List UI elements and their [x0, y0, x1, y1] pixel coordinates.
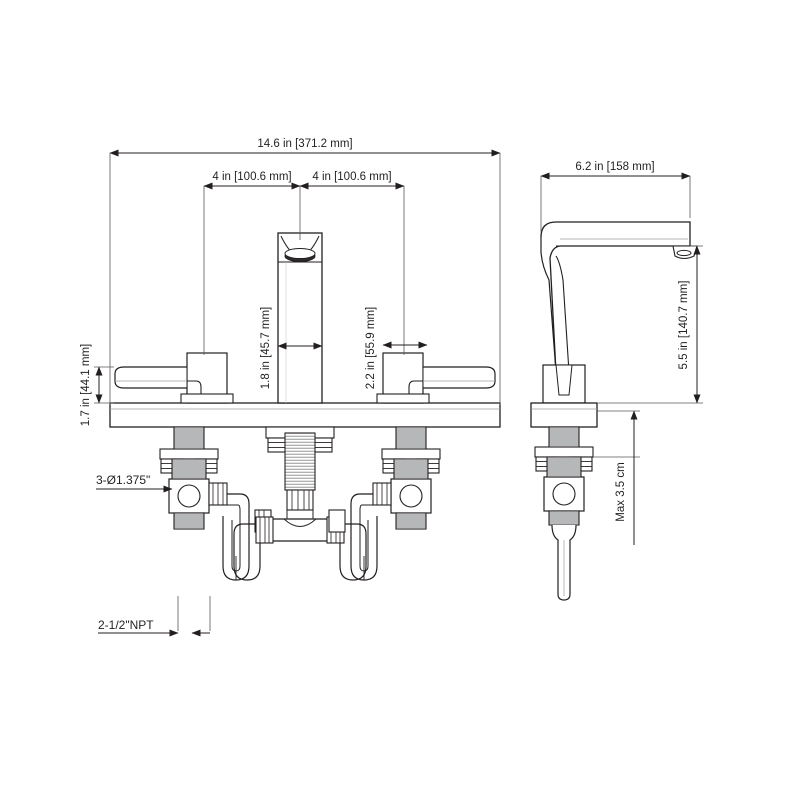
- dimension-handle-base-label: 2.2 in [55.9 mm]: [365, 307, 377, 389]
- dimension-overall-width: 14.6 in [371.2 mm]: [109, 138, 501, 405]
- dimension-overall-width-label: 14.6 in [371.2 mm]: [257, 138, 352, 150]
- dimension-spout-neck-label: 1.8 in [45.7 mm]: [260, 307, 272, 389]
- dimension-max-deck-thickness: Max 3.5 cm: [593, 410, 640, 545]
- dimension-right-spread: 4 in [100.6 mm]: [299, 171, 405, 355]
- dimension-right-spread-label: 4 in [100.6 mm]: [312, 171, 391, 183]
- right-handle: [376, 352, 496, 404]
- deck-plate: [109, 402, 501, 428]
- dimension-side-height-label: 5.5 in [140.7 mm]: [678, 281, 690, 370]
- side-shank-assembly: [534, 426, 594, 601]
- left-shank-assembly: [159, 426, 272, 581]
- dimension-left-spread-label: 4 in [100.6 mm]: [212, 171, 291, 183]
- dimension-max-deck-thickness-label: Max 3.5 cm: [615, 462, 627, 521]
- dimension-side-reach: 6.2 in [158 mm]: [540, 161, 691, 232]
- callout-hole-spec: 3-Ø1.375": [96, 473, 173, 493]
- callout-thread-spec: 2-1/2"NPT: [98, 596, 211, 637]
- aerator-nozzle: [672, 245, 698, 260]
- dimension-left-spread: 4 in [100.6 mm]: [203, 171, 301, 355]
- left-handle: [114, 352, 234, 404]
- dimension-handle-height: 1.7 in [44.1 mm]: [80, 344, 114, 426]
- dimension-side-reach-label: 6.2 in [158 mm]: [575, 161, 654, 173]
- dimension-handle-base: 2.2 in [55.9 mm]: [365, 307, 428, 389]
- right-shank-assembly: [328, 426, 441, 581]
- dimension-side-height: 5.5 in [140.7 mm]: [597, 245, 703, 404]
- dimension-spout-neck: 1.8 in [45.7 mm]: [260, 307, 323, 389]
- front-view-group: [109, 232, 501, 581]
- callout-hole-spec-label: 3-Ø1.375": [96, 473, 150, 487]
- spout-column: [277, 232, 323, 404]
- callout-thread-spec-label: 2-1/2"NPT: [98, 618, 154, 632]
- dimension-handle-height-label: 1.7 in [44.1 mm]: [80, 344, 92, 426]
